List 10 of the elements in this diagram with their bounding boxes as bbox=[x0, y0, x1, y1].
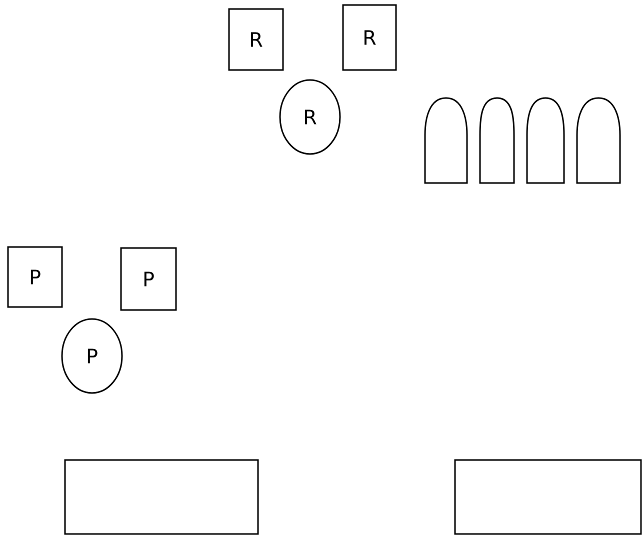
arch-shape bbox=[576, 97, 621, 184]
text-box: P bbox=[7, 246, 63, 308]
empty-box bbox=[454, 459, 642, 535]
text-box: R bbox=[228, 8, 284, 71]
arch-shape bbox=[479, 97, 515, 184]
arch-shape bbox=[526, 97, 565, 184]
arch-shape bbox=[424, 97, 468, 184]
empty-box bbox=[64, 459, 259, 535]
text-box: R bbox=[342, 4, 397, 71]
text-box: P bbox=[120, 247, 177, 311]
